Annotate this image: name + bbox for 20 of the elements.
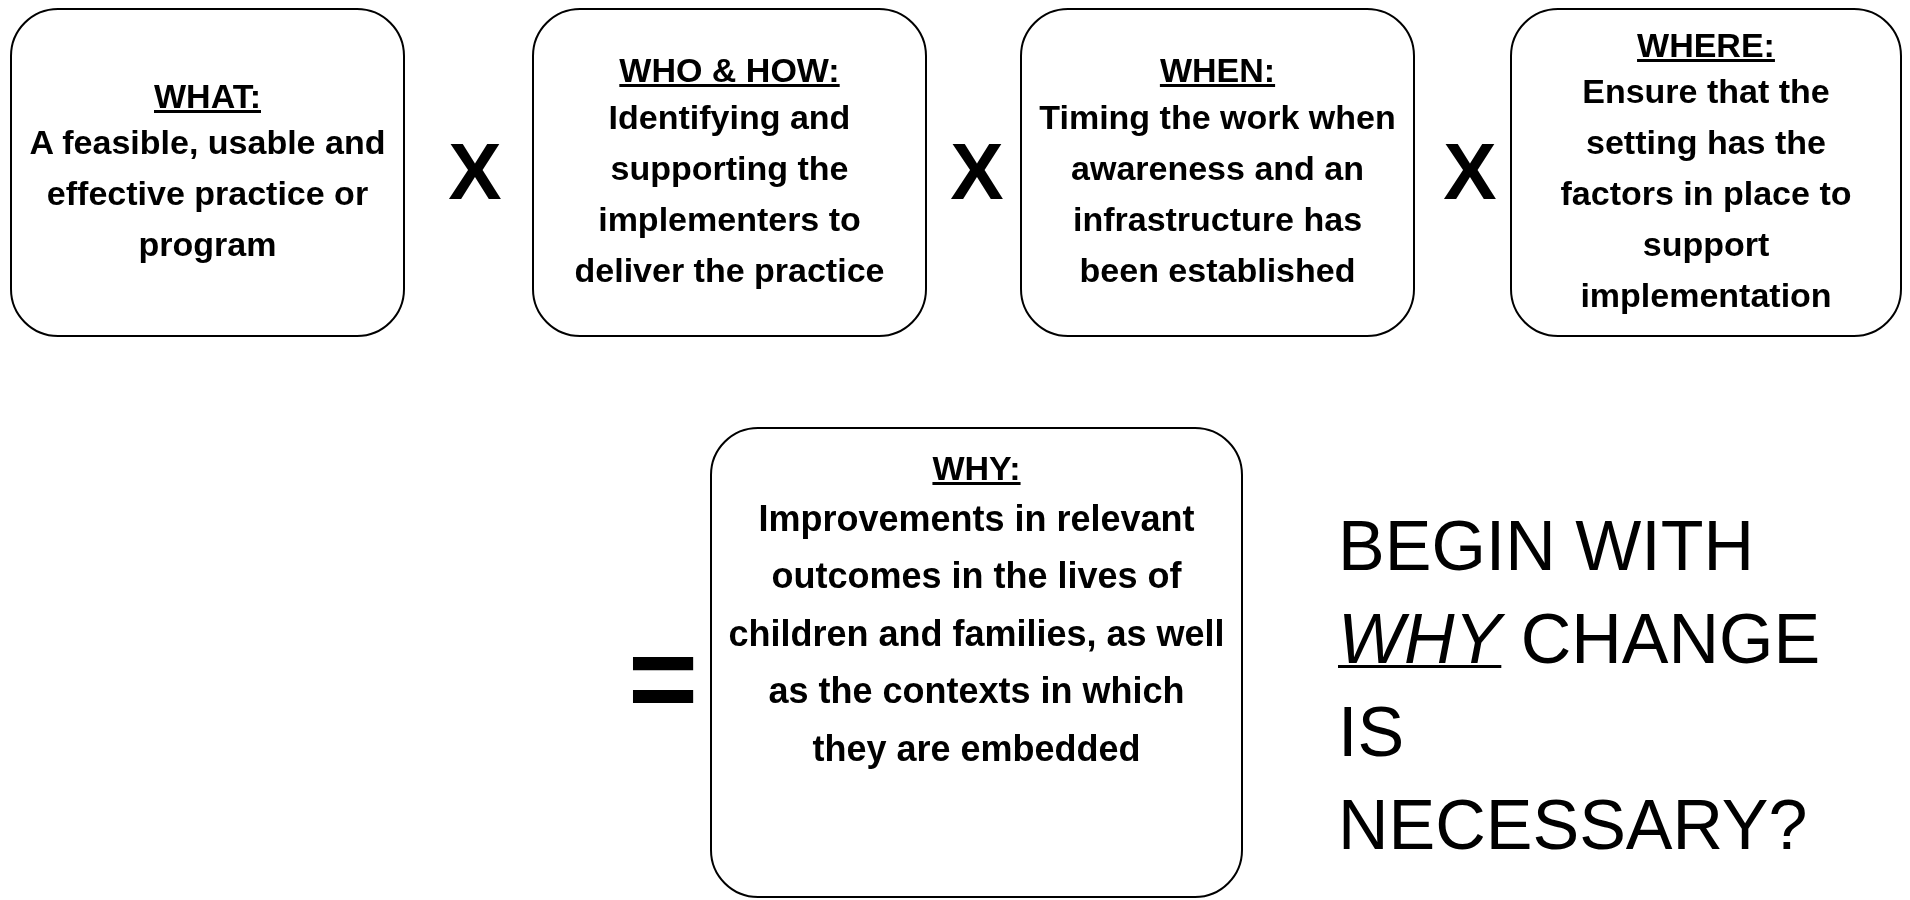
rounded-box — [1020, 8, 1415, 337]
operator-symbol: = — [627, 618, 699, 738]
box-text: Timing the work when awareness and an infrastructure has been established — [1038, 96, 1397, 291]
operator-symbol: X — [950, 132, 1004, 212]
box-heading: WHEN: — [1159, 50, 1276, 92]
box-heading: WHAT: — [154, 75, 261, 117]
rounded-box — [1510, 8, 1902, 337]
box-text: A feasible, usable and effective practice or program — [28, 122, 387, 266]
box-text: Improvements in relevant outcomes in the lives of children and families, as well as the contexts in which they are embedded — [728, 496, 1225, 771]
rounded-box — [10, 8, 405, 337]
rounded-box — [532, 8, 927, 337]
box-heading: WHERE: — [1637, 24, 1775, 66]
rounded-box — [710, 427, 1243, 898]
box-heading: WHY: — [932, 448, 1021, 489]
operator-symbol: X — [1443, 132, 1497, 212]
box-text: Ensure that the setting has the factors in place to support implementation — [1559, 71, 1853, 317]
box-heading: WHO & HOW: — [619, 50, 840, 92]
headline-text: BEGIN WITH WHY CHANGE IS NECESSARY? — [1338, 506, 1822, 867]
box-text: Identifying and supporting the implementers to deliver the practice — [573, 96, 886, 291]
operator-symbol: X — [448, 132, 502, 212]
